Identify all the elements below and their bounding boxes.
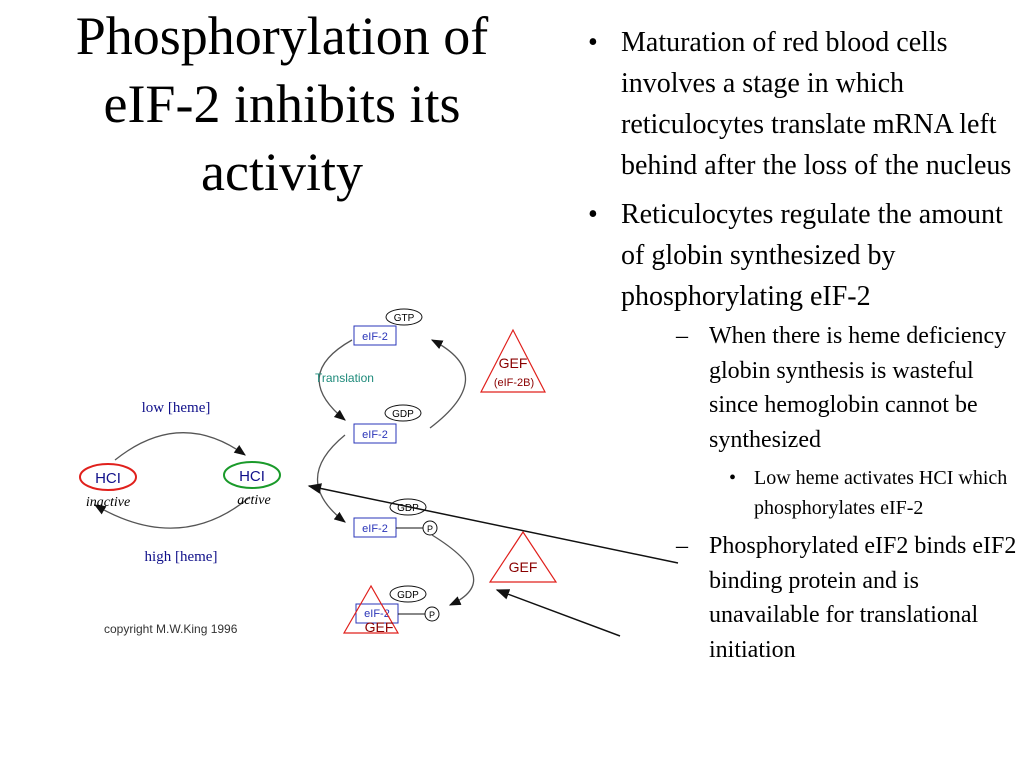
low-heme-label: low [heme]: [142, 400, 211, 416]
bullet-maturation: • Maturation of red blood cells involves…: [578, 22, 1018, 186]
active-label: active: [237, 493, 270, 508]
sub-bullet-phosphorylated: – Phosphorylated eIF2 binds eIF2 binding…: [621, 529, 1018, 667]
title-line-3: activity: [201, 142, 363, 202]
sub-bullet-heme-deficiency: – When there is heme deficiency globin s…: [621, 319, 1018, 523]
low-heme-arrow: [114, 432, 246, 461]
eif2b-label: (eIF-2B): [494, 377, 534, 389]
gef-label-2: GEF: [509, 559, 538, 575]
high-heme-arrow: [93, 496, 251, 529]
copyright-text: copyright M.W.King 1996: [104, 622, 238, 636]
gtp-label: GTP: [394, 313, 415, 324]
gdp-label-3: GDP: [397, 590, 419, 601]
inactive-label: inactive: [86, 495, 130, 510]
eif2-label-3: eIF-2: [362, 523, 388, 535]
gef-triangle-2: [488, 530, 558, 583]
p-circle-2: [424, 606, 440, 622]
sub-sub-bullet-low-heme: • Low heme activates HCI which phosphory…: [621, 463, 1018, 523]
high-heme-label: high [heme]: [145, 549, 218, 565]
hci-active-label: HCI: [239, 468, 265, 485]
bullet-text: Reticulocytes regulate the amount of glo…: [621, 199, 1003, 312]
eif2-label-1: eIF-2: [362, 331, 388, 343]
bullet-text: Maturation of red blood cells involves a…: [621, 27, 1012, 181]
gef-recycle-arrow: [429, 339, 467, 429]
p-circle-1: [422, 520, 438, 536]
sub-bullet-text: When there is heme deficiency globin syn…: [709, 323, 1007, 453]
sub-sub-bullet-text: Low heme activates HCI which phosphoryla…: [754, 467, 1008, 519]
p-label-2: P: [429, 610, 435, 620]
hci-inactive-oval: [79, 463, 137, 491]
gdp-label-2: GDP: [397, 503, 419, 514]
sub-bullet-text: Phosphorylated eIF2 binds eIF2 binding p…: [709, 533, 1017, 663]
title-line-1: Phosphorylation of: [75, 6, 489, 66]
slide-title: Phosphorylation of eIF-2 inhibits its ac…: [22, 2, 542, 206]
eif2-label-2: eIF-2: [362, 429, 388, 441]
gtp-oval: [385, 308, 423, 326]
phosphorylation-arrow: [316, 434, 346, 523]
hci-inactive-label: HCI: [95, 470, 121, 487]
gdp-oval-2: [389, 498, 427, 516]
hci-active-oval: [223, 461, 281, 489]
translation-label: Translation: [315, 371, 374, 385]
bullet-marker: •: [588, 199, 598, 230]
gef-label-3: GEF: [365, 619, 394, 635]
eif2-label-4: eIF-2: [364, 608, 390, 620]
bullet-list: • Maturation of red blood cells involves…: [578, 22, 1018, 675]
title-line-2: eIF-2 inhibits its: [103, 74, 461, 134]
gdp-label-1: GDP: [392, 409, 414, 420]
p-label-1: P: [427, 524, 433, 534]
bullet-marker: •: [588, 27, 598, 58]
dash-marker: –: [676, 323, 688, 349]
gdp-oval-3: [389, 585, 427, 603]
gef-label-1: GEF: [499, 355, 528, 371]
gef-triangle-3: [342, 584, 400, 634]
gef-triangle-1: [480, 328, 546, 393]
eif2-box-bound: [355, 603, 399, 624]
sequester-arrow: [431, 534, 475, 606]
bullet-marker: •: [729, 467, 737, 489]
eif2-box-phospho: [353, 517, 397, 538]
eif2-box-gdp: [353, 423, 397, 444]
eif2-box-gtp: [353, 325, 397, 346]
dash-marker: –: [676, 533, 688, 559]
bullet-regulation: • Reticulocytes regulate the amount of g…: [578, 194, 1018, 667]
translation-arrow: [318, 339, 353, 421]
gdp-oval-1: [384, 404, 422, 422]
